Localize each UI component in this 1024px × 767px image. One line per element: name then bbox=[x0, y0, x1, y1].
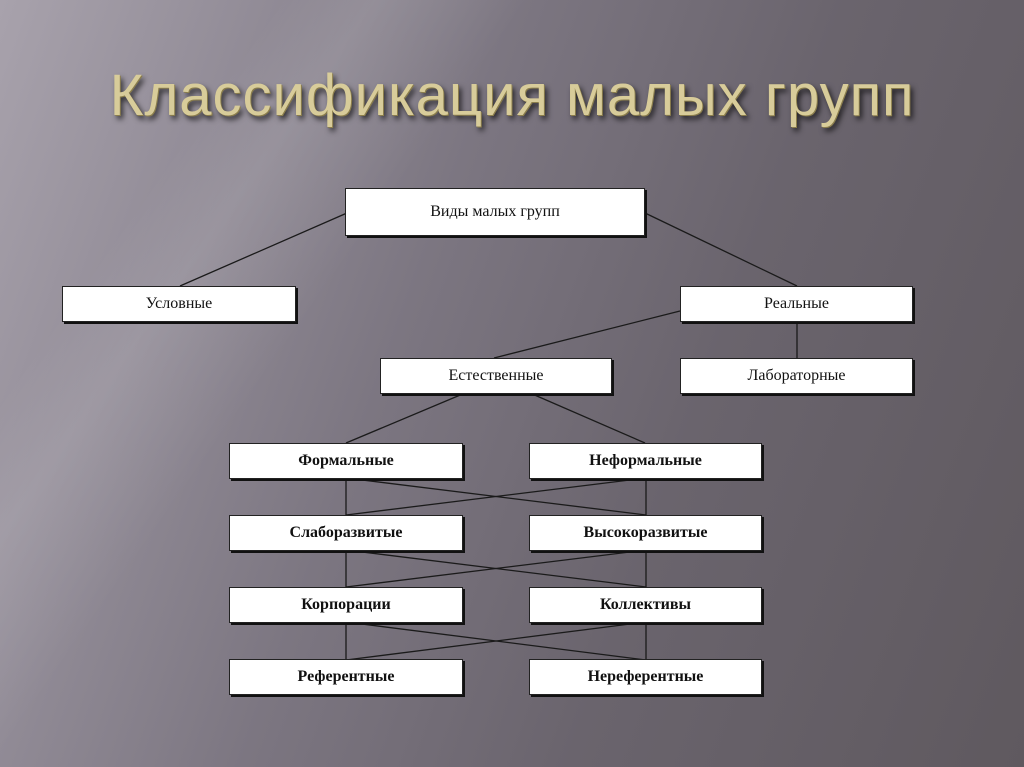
node-root: Виды малых групп bbox=[345, 188, 645, 236]
node-reference: Референтные bbox=[229, 659, 463, 695]
node-natural: Естественные bbox=[380, 358, 612, 394]
node-formal: Формальные bbox=[229, 443, 463, 479]
node-informal: Неформальные bbox=[529, 443, 762, 479]
node-conditional: Условные bbox=[62, 286, 296, 322]
node-real: Реальные bbox=[680, 286, 913, 322]
node-highly-developed: Высокоразвитые bbox=[529, 515, 762, 551]
node-underdeveloped: Слаборазвитые bbox=[229, 515, 463, 551]
slide-title: Классификация малых групп bbox=[109, 63, 915, 128]
node-collectives: Коллективы bbox=[529, 587, 762, 623]
node-corporations: Корпорации bbox=[229, 587, 463, 623]
node-laboratory: Лабораторные bbox=[680, 358, 913, 394]
node-non-reference: Нереферентные bbox=[529, 659, 762, 695]
